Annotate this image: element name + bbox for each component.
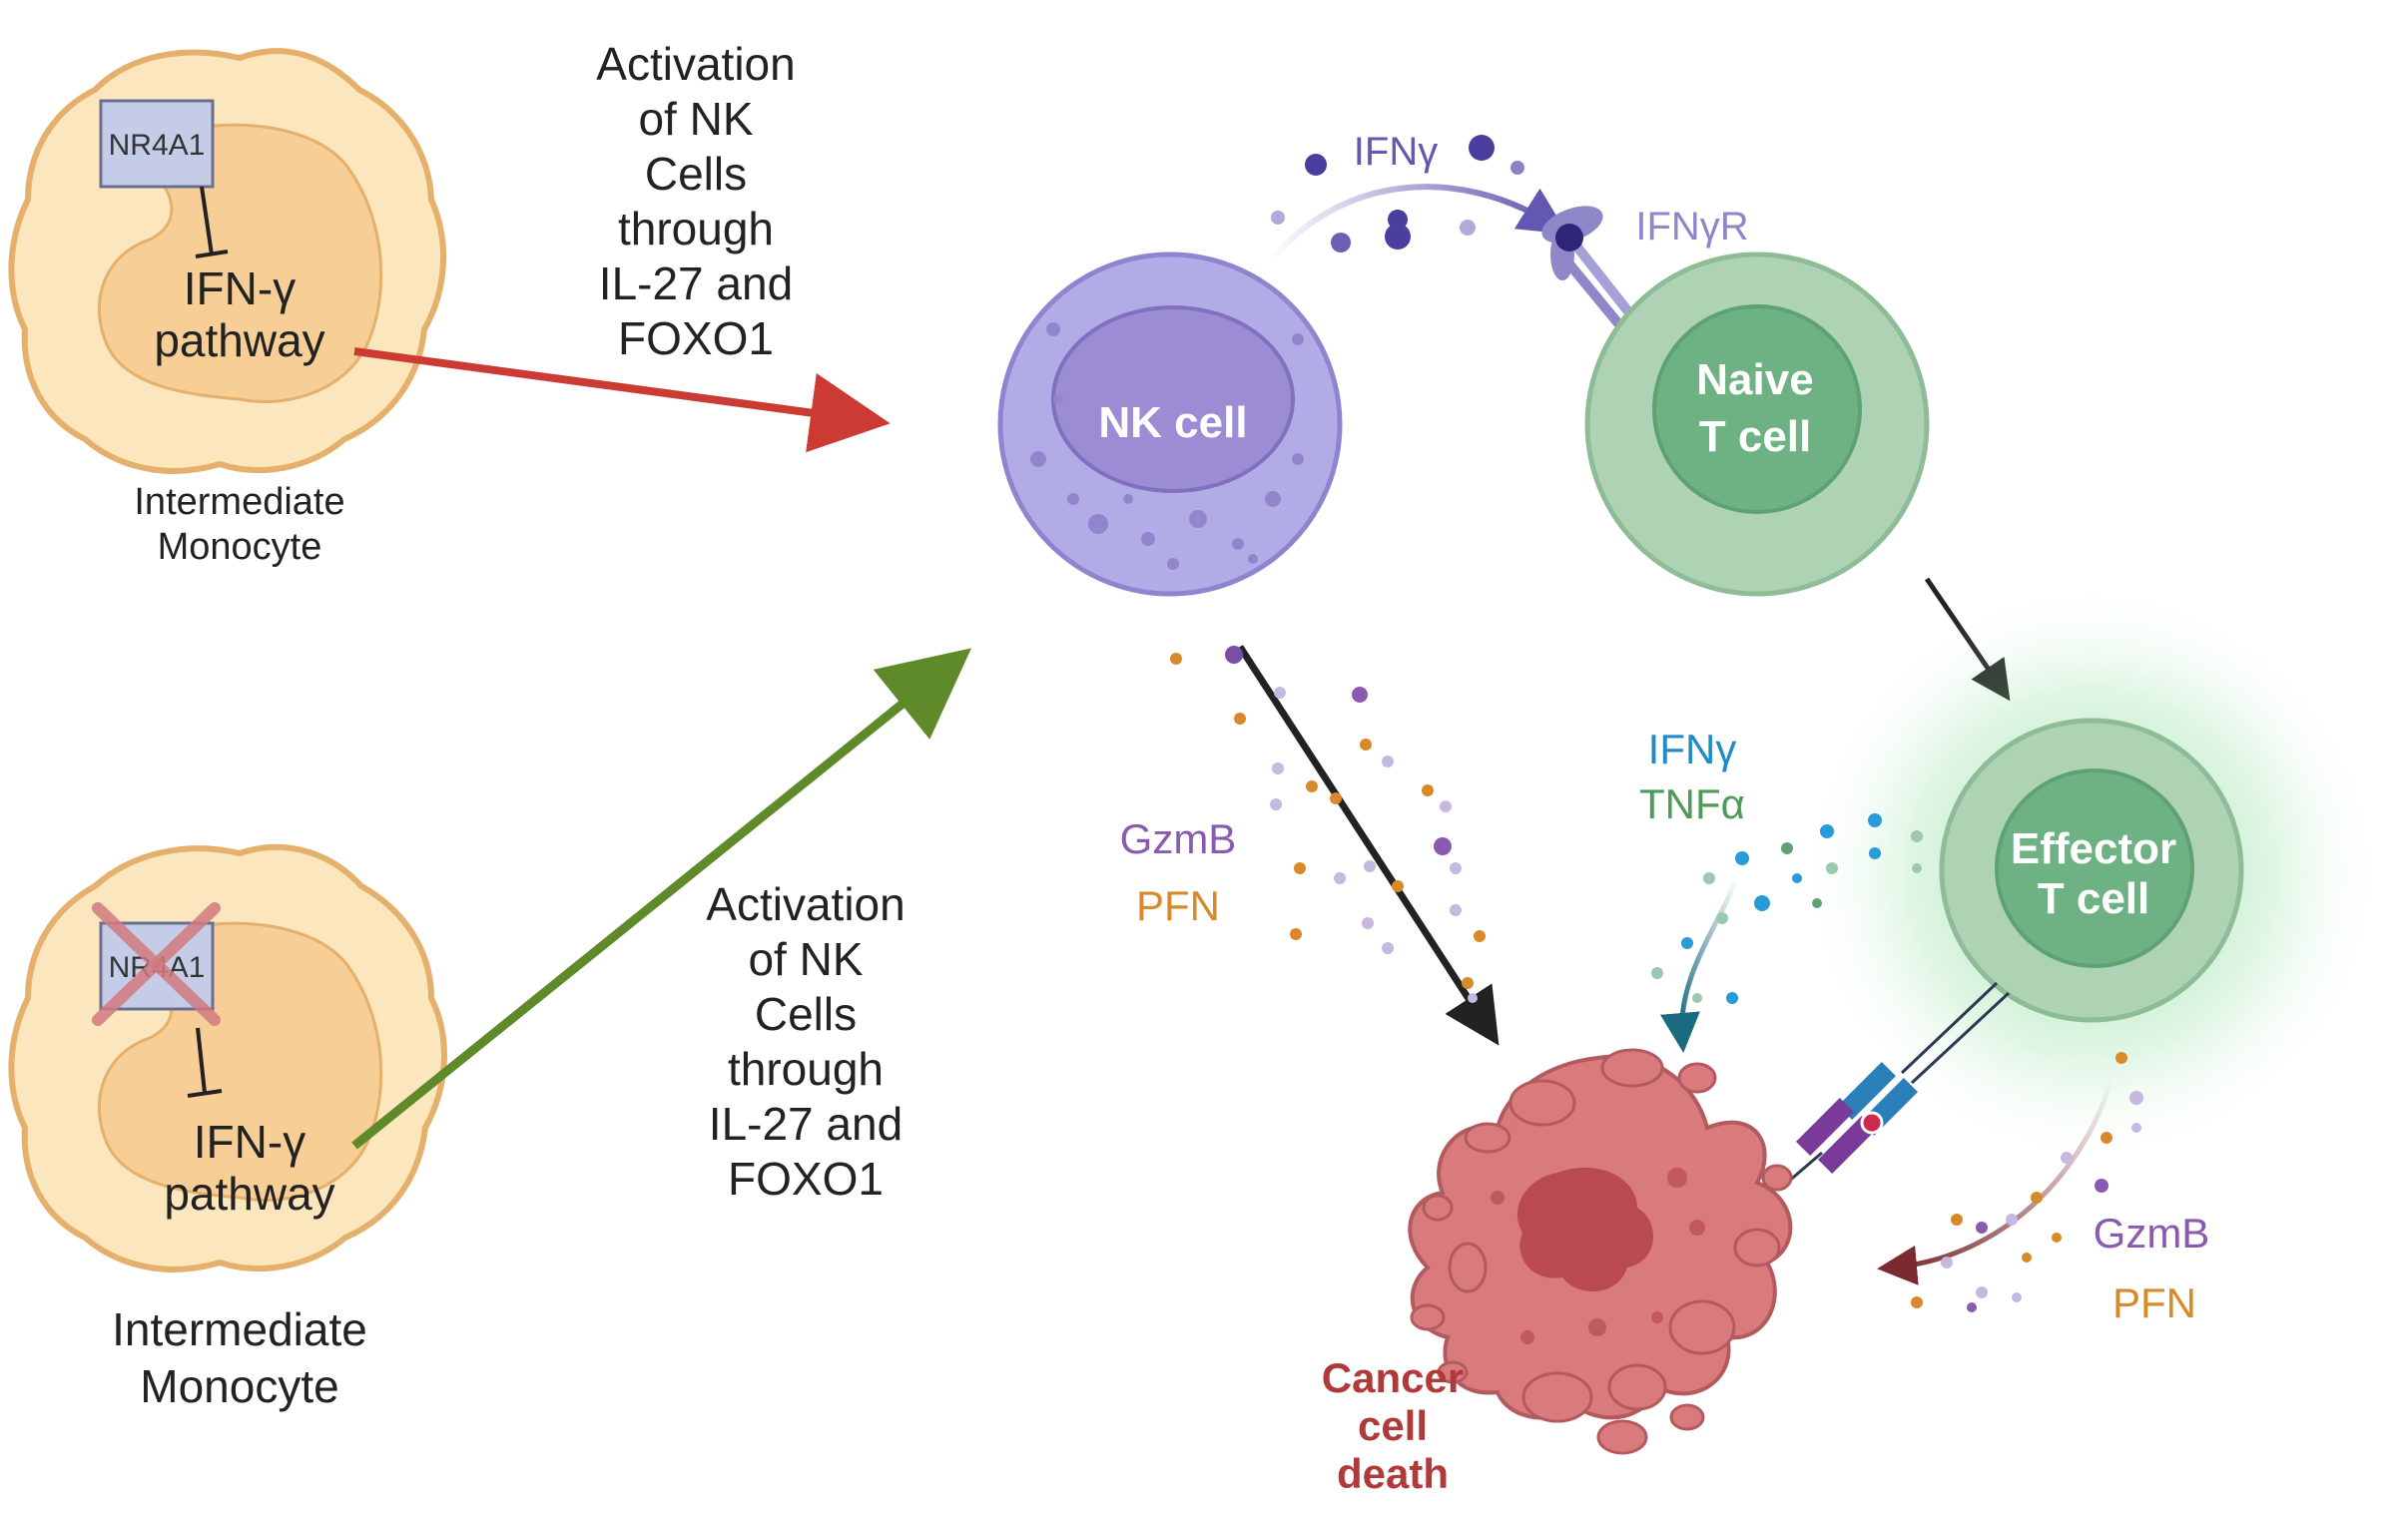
pathway-label-bottom-1: IFN-γ	[194, 1116, 305, 1168]
naive-t-cell-nucleus	[1652, 304, 1862, 514]
ifng-arrow-to-receptor	[1265, 184, 1568, 266]
pfn-label-effector: PFN	[2112, 1279, 2196, 1326]
svg-text:Activation: Activation	[596, 38, 795, 90]
activation-label-top: Activation of NK Cells through IL-27 and…	[596, 38, 795, 364]
pathway-label-top-1: IFN-γ	[184, 262, 296, 314]
gzmb-label-nk: GzmB	[1120, 815, 1237, 862]
svg-text:Cells: Cells	[755, 988, 857, 1040]
pathway-label-top-2: pathway	[154, 314, 324, 366]
nk-to-cancer-arrow	[1237, 645, 1500, 1046]
effector-t-label-1: Effector	[2011, 824, 2176, 873]
ifng-label-effector: IFNγ	[1648, 726, 1737, 772]
granzyme-dots-nk	[1170, 646, 1486, 1003]
monocyte-bottom: NR4A1 IFN-γ pathway Intermediate Monocyt…	[8, 843, 447, 1412]
svg-text:FOXO1: FOXO1	[728, 1153, 884, 1205]
effector-t-cell-nucleus	[1995, 768, 2194, 968]
inhibition-line-top	[200, 186, 214, 255]
svg-text:through: through	[728, 1043, 884, 1095]
cancer-label-2: cell	[1358, 1402, 1428, 1449]
svg-text:IL-27 and: IL-27 and	[709, 1098, 903, 1150]
svg-text:Cells: Cells	[645, 148, 747, 200]
granzyme-dots-effector	[1911, 1052, 2143, 1312]
cancer-spots	[1491, 1168, 1705, 1344]
cancer-label-1: Cancer	[1322, 1354, 1464, 1401]
cancer-cell-nucleus	[1516, 1167, 1654, 1291]
svg-text:Activation: Activation	[706, 878, 904, 930]
effector-t-label-2: T cell	[2038, 874, 2150, 923]
cytokine-dots-effector	[1651, 813, 1923, 1004]
monocyte-caption-top-2: Monocyte	[158, 526, 322, 568]
svg-text:through: through	[618, 203, 774, 254]
ifng-dots-top	[1271, 135, 1524, 253]
tcr-mhc-complex	[1786, 981, 2011, 1185]
nk-cell: NK cell	[997, 252, 1343, 597]
pfn-label-nk: PFN	[1136, 882, 1220, 929]
naive-t-label-2: T cell	[1699, 412, 1812, 461]
inhibition-bar-top	[195, 250, 229, 258]
nk-cell-label: NK cell	[1098, 398, 1247, 447]
red-activation-arrow	[353, 347, 891, 453]
svg-text:FOXO1: FOXO1	[618, 312, 774, 364]
monocyte-caption-bottom-1: Intermediate	[112, 1303, 367, 1355]
activation-label-bottom: Activation of NK Cells through IL-27 and…	[706, 878, 904, 1205]
monocyte-top: NR4A1 IFN-γ pathway Intermediate Monocyt…	[8, 48, 447, 568]
tnfa-label-effector: TNFα	[1639, 780, 1745, 827]
monocyte-caption-bottom-2: Monocyte	[140, 1360, 338, 1412]
effector-t-cell: Effector T cell	[1939, 718, 2244, 1023]
cancer-label-3: death	[1337, 1450, 1449, 1497]
naive-t-label-1: Naive	[1696, 355, 1813, 404]
nr4a1-box-top	[99, 99, 215, 189]
svg-text:IL-27 and: IL-27 and	[599, 257, 793, 309]
monocyte-top-nucleus	[97, 123, 383, 403]
inhibition-line-bottom	[196, 1027, 207, 1094]
monocyte-caption-top-1: Intermediate	[134, 481, 344, 523]
ifng-label-top: IFNγ	[1354, 130, 1438, 174]
inhibition-bar-bottom	[187, 1089, 223, 1098]
knockout-cross-2	[92, 902, 221, 1026]
nk-granules	[1030, 322, 1304, 570]
green-activation-arrow	[351, 648, 972, 1150]
gzmb-label-effector: GzmB	[2094, 1210, 2210, 1257]
naive-t-cell: Naive T cell	[1584, 252, 1930, 597]
cytokine-arrow-to-cancer	[1660, 877, 1740, 1053]
cancer-fragments	[1410, 1048, 1793, 1455]
svg-text:of NK: of NK	[638, 93, 753, 145]
cancer-cell	[1408, 1048, 1793, 1455]
ifngr-label: IFNγR	[1635, 205, 1748, 249]
pathway-label-bottom-2: pathway	[164, 1168, 334, 1220]
svg-text:of NK: of NK	[748, 933, 863, 985]
nr4a1-label-top: NR4A1	[109, 129, 206, 162]
